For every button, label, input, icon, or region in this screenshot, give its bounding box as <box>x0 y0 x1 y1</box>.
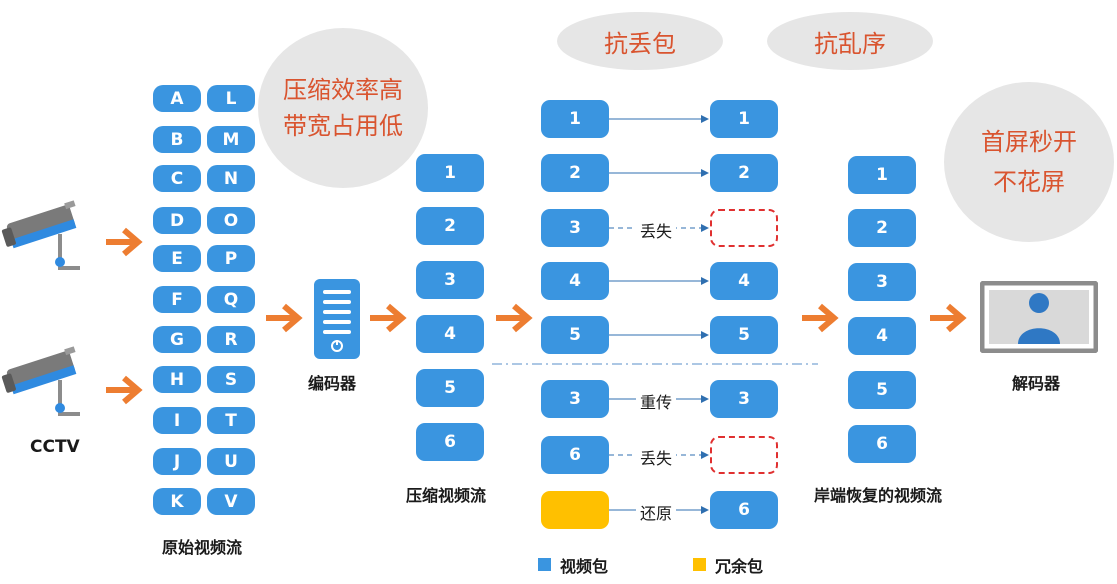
lost-packet-slot <box>710 209 778 247</box>
received-packet: 5 <box>710 316 778 354</box>
legend-redundant-swatch <box>693 558 706 571</box>
raw-frame-key: P <box>207 245 255 272</box>
raw-frame-key: D <box>153 207 201 234</box>
recovered-packet: 1 <box>848 156 916 194</box>
raw-stream-label: 原始视频流 <box>162 538 243 557</box>
raw-frame-key: L <box>207 85 255 112</box>
raw-frame-key: B <box>153 126 201 153</box>
monitor-icon <box>980 281 1098 353</box>
received-packet: 2 <box>710 154 778 192</box>
sent-packet: 1 <box>541 100 609 138</box>
lost-label: 丢失 <box>636 218 677 242</box>
arrow-right-icon <box>930 303 967 333</box>
raw-frame-key: H <box>153 366 201 393</box>
decoder-label: 解码器 <box>1012 374 1061 393</box>
lost-label: 丢失 <box>636 445 677 469</box>
raw-frame-key: R <box>207 326 255 353</box>
arrow-right-icon <box>266 303 303 333</box>
raw-frame-key: G <box>153 326 201 353</box>
cctv-label: CCTV <box>30 437 80 457</box>
raw-frame-key: I <box>153 407 201 434</box>
arrow-right-icon <box>802 303 839 333</box>
raw-frame-key: A <box>153 85 201 112</box>
legend-redundant-label: 冗余包 <box>715 557 764 576</box>
recovered-packet: 6 <box>848 425 916 463</box>
recovered-stream-label: 岸端恢复的视频流 <box>814 486 943 505</box>
legend-video-swatch <box>538 558 551 571</box>
redundant-packet <box>541 491 609 529</box>
raw-frame-key: K <box>153 488 201 515</box>
arrow-right-icon <box>106 375 143 405</box>
sent-packet: 4 <box>541 262 609 300</box>
received-packet: 1 <box>710 100 778 138</box>
arrow-right-icon <box>106 227 143 257</box>
raw-frame-key: Q <box>207 286 255 313</box>
compressed-stream-label: 压缩视频流 <box>406 486 487 505</box>
anti-disorder-bubble: 抗乱序 <box>767 12 933 70</box>
compressed-packet: 4 <box>416 315 484 353</box>
compressed-packet: 2 <box>416 207 484 245</box>
recovered-packet: 5 <box>848 371 916 409</box>
raw-frame-key: E <box>153 245 201 272</box>
received-packet: 6 <box>710 491 778 529</box>
legend-video-label: 视频包 <box>560 557 609 576</box>
sent-packet: 3 <box>541 380 609 418</box>
raw-frame-key: T <box>207 407 255 434</box>
compression-bubble: 压缩效率高 带宽占用低 <box>258 28 428 188</box>
received-packet: 4 <box>710 262 778 300</box>
raw-frame-key: U <box>207 448 255 475</box>
compression-line-2: 带宽占用低 <box>283 112 403 140</box>
raw-frame-key: C <box>153 165 201 192</box>
compressed-packet: 1 <box>416 154 484 192</box>
received-packet: 3 <box>710 380 778 418</box>
camera-icon <box>1 346 80 416</box>
first-screen-bubble: 首屏秒开 不花屏 <box>944 82 1114 242</box>
camera-icon <box>1 200 80 270</box>
sent-packet: 2 <box>541 154 609 192</box>
retransmit-label: 重传 <box>636 389 677 413</box>
restore-label: 还原 <box>636 500 677 524</box>
recovered-packet: 3 <box>848 263 916 301</box>
arrow-right-icon <box>370 303 407 333</box>
lost-packet-slot <box>710 436 778 474</box>
compression-line-1: 压缩效率高 <box>283 76 403 104</box>
sent-packet: 6 <box>541 436 609 474</box>
first-screen-line-2: 不花屏 <box>993 168 1065 196</box>
encoder-icon <box>314 279 360 359</box>
compressed-packet: 6 <box>416 423 484 461</box>
first-screen-line-1: 首屏秒开 <box>981 128 1077 156</box>
compressed-packet: 3 <box>416 261 484 299</box>
sent-packet: 5 <box>541 316 609 354</box>
raw-frame-key: J <box>153 448 201 475</box>
sent-packet: 3 <box>541 209 609 247</box>
raw-frame-key: S <box>207 366 255 393</box>
encoder-label: 编码器 <box>308 374 357 393</box>
recovered-packet: 4 <box>848 317 916 355</box>
raw-frame-key: O <box>207 207 255 234</box>
anti-loss-bubble: 抗丢包 <box>557 12 723 70</box>
raw-frame-key: N <box>207 165 255 192</box>
arrow-right-icon <box>496 303 533 333</box>
raw-frame-key: M <box>207 126 255 153</box>
recovered-packet: 2 <box>848 209 916 247</box>
compressed-packet: 5 <box>416 369 484 407</box>
raw-frame-key: V <box>207 488 255 515</box>
raw-frame-key: F <box>153 286 201 313</box>
